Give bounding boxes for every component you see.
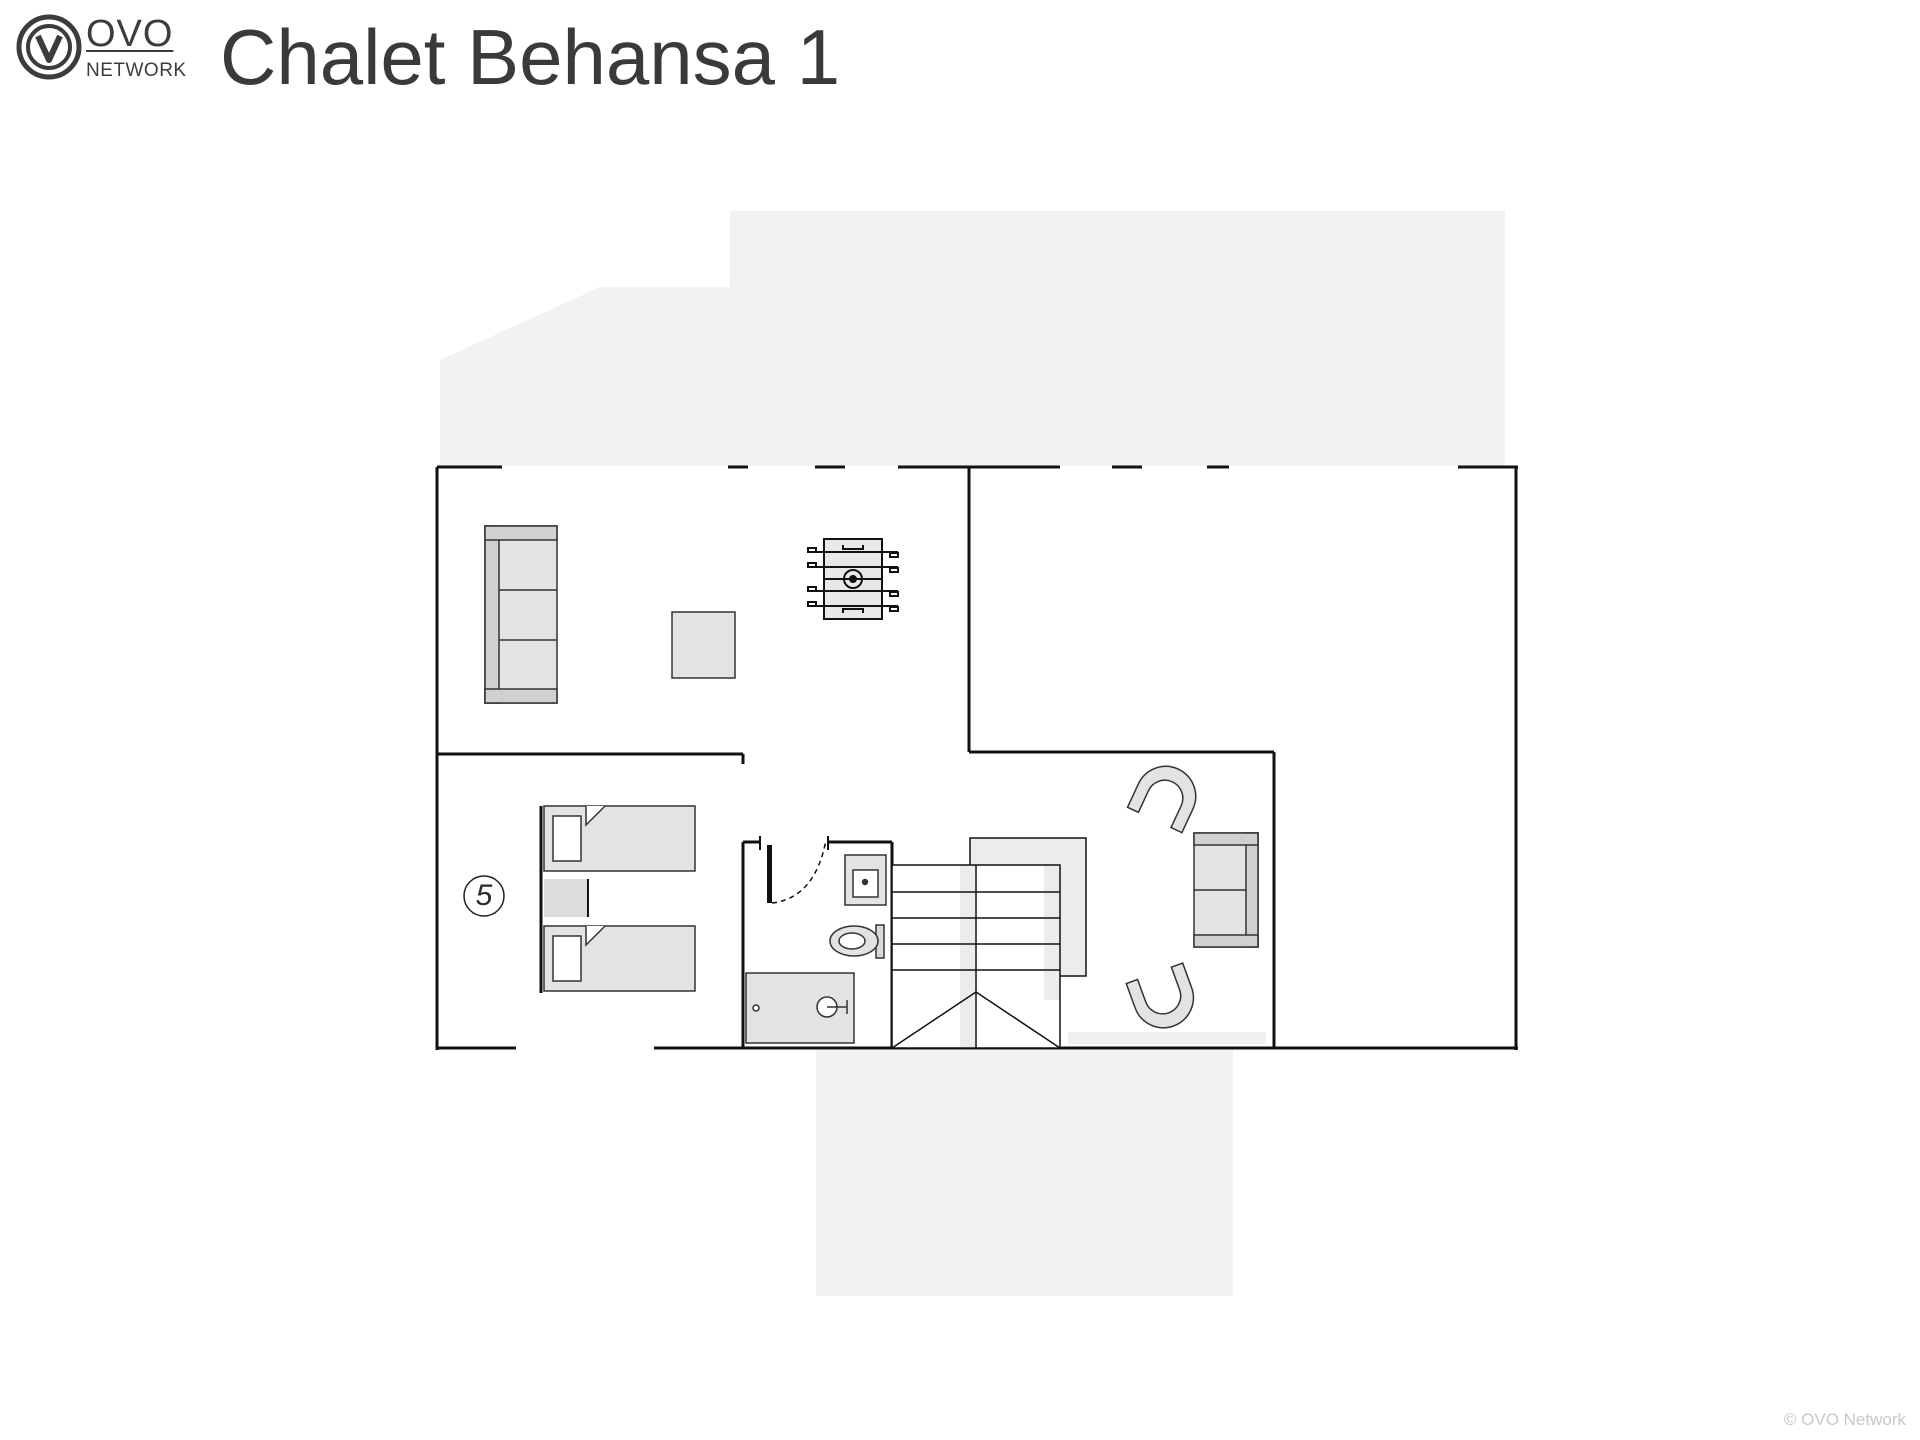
terrace-area-bottom	[816, 1050, 1233, 1296]
staircase-icon	[891, 837, 1266, 1049]
armchair-icon	[1125, 962, 1195, 1029]
room-number-label: 5	[475, 879, 493, 912]
bed-icon	[543, 805, 696, 872]
header: OVO NETWORK Chalet Behansa 1	[0, 0, 1920, 120]
exterior-areas	[440, 211, 1505, 1296]
brand-name: OVO	[86, 13, 174, 55]
toilet-icon	[829, 924, 885, 959]
nightstand-icon	[544, 879, 589, 917]
door-swing-icon	[759, 836, 829, 904]
bed-icon	[543, 925, 696, 992]
walls	[435, 465, 1518, 1050]
sofa-icon	[1193, 832, 1259, 948]
ovo-logo-icon	[16, 14, 82, 80]
shower-icon	[745, 972, 855, 1044]
room-number-circle	[463, 875, 505, 917]
foosball-table-icon	[807, 538, 899, 620]
armchair-icon	[1126, 765, 1197, 834]
page-title: Chalet Behansa 1	[220, 13, 841, 101]
copyright-footer: © OVO Network	[1783, 1410, 1906, 1429]
brand-subtitle: NETWORK	[86, 60, 187, 81]
sofa-icon	[484, 525, 558, 704]
table-icon	[671, 611, 736, 679]
sink-icon	[844, 854, 887, 906]
roof-area-top	[440, 211, 1505, 466]
